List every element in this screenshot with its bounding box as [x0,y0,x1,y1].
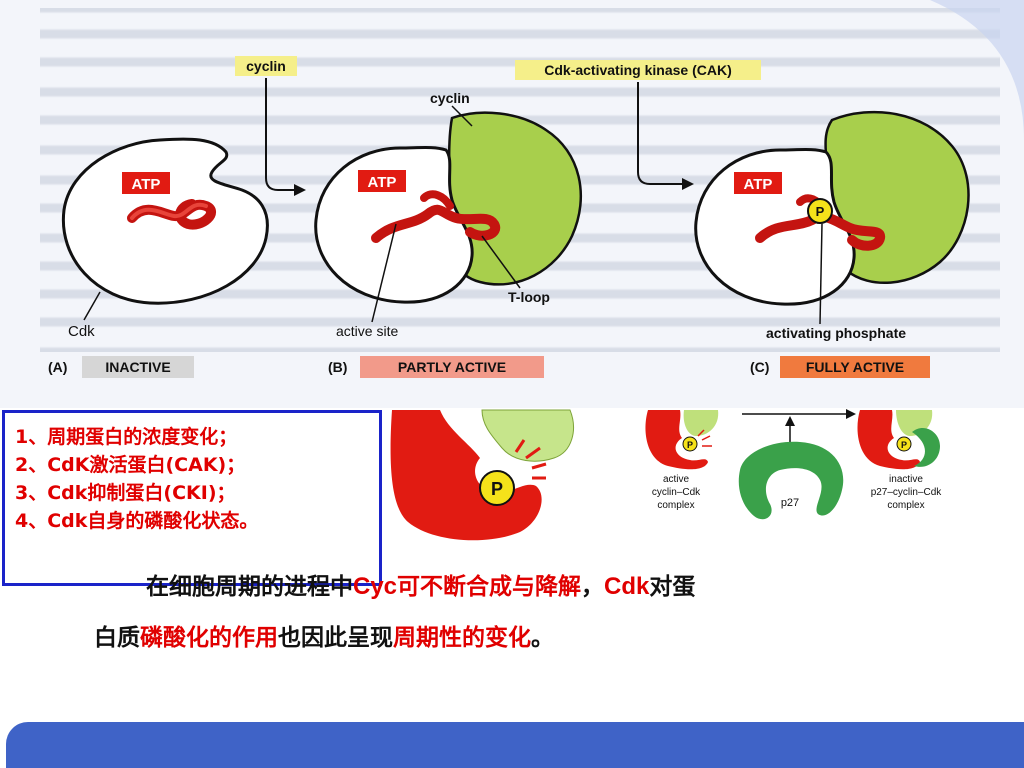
active-site-label: active site [336,323,398,339]
cak-label-box [515,60,761,80]
cyclin-b-pointer [451,105,473,127]
t-loop-b [371,204,501,243]
panel-state-b: PARTLY ACTIVE [398,359,506,375]
caption-l1-d: ， [581,573,605,600]
inactive-complex-label-3: complex [887,500,924,511]
phosphate-c-label: P [816,204,825,219]
t-loop-b-tail [420,190,454,210]
caption-l2-e: 。 [531,624,554,651]
active-cdk [645,410,708,470]
regulation-factors-box: 1、周期蛋白的浓度变化； 2、CdK激活蛋白(CAK)； 3、Cdk抑制蛋白(C… [2,410,382,586]
legend-item-3: 3、Cdk抑制蛋白(CKI)； [15,482,236,504]
cdk-label: Cdk [68,323,95,340]
inactive-complex: P [857,410,940,470]
panel-letter-a: (A) [48,359,67,375]
phosphate-small-left [682,436,698,452]
t-loop-label: T-loop [508,289,550,305]
activating-phosphate-pointer [819,223,823,325]
caption-l2-b: 磷酸化的作用 [140,624,278,651]
caption-l2-c: 也因此呈现 [278,624,393,651]
p27-arrow-head [785,416,795,426]
cdk-outline-a [61,137,269,305]
panel-state-box-b [360,356,544,378]
atp-box-b [358,170,406,192]
t-loop-a-highlight [130,202,208,220]
p27-inhibitor [738,441,844,520]
cyclin-label-b: cyclin [430,90,470,106]
atp-label-c: ATP [744,176,773,193]
cyclin-arrow-head [294,184,306,196]
activating-phosphate-label: activating phosphate [766,325,906,341]
phosphate-small-left-label: P [687,440,693,450]
active-complex-label-1: active [663,474,690,485]
cyclin-arrow-line [265,78,296,191]
inhibition-arrow-head [846,409,856,419]
caption-l1-b: Cyc [353,573,398,600]
large-cdk-red [390,410,542,541]
atp-box-a [122,172,170,194]
t-loop-c [755,212,886,251]
caption-l1-c: 可不断合成与降解 [397,573,582,600]
legend-item-4: 4、Cdk自身的磷酸化状态。 [15,510,259,532]
panel-state-box-c [780,356,930,378]
atp-label-b: ATP [368,174,397,191]
cak-arrow-line [637,82,684,185]
phosphate-c [807,198,833,224]
cdk-pointer [83,291,101,321]
inactive-complex-label-1: inactive [889,474,923,485]
phosphate-large-label: P [491,479,503,499]
panel-state-box-a [82,356,194,378]
atp-label-a: ATP [132,176,161,193]
decorative-blue-arc [930,0,1024,140]
phosphate-small-right-label: P [901,440,907,450]
phosphate-burst-large [514,439,547,480]
caption-line-2: 白质磷酸化的作用也因此呈现周期性的变化。 [94,618,554,652]
inactive-cdk [857,410,920,470]
caption-l2-d: 周期性的变化 [393,624,531,651]
active-site-pointer [371,223,397,323]
caption-l1-f: 对蛋 [649,573,696,600]
active-complex: P [645,410,719,470]
cak-arrow-head [682,178,694,190]
active-complex-label-3: complex [657,500,694,511]
panel-letter-c: (C) [750,359,769,375]
p27-label: p27 [781,497,799,509]
panel-state-c: FULLY ACTIVE [806,359,904,375]
legend-item-2: 2、CdK激活蛋白(CAK)； [15,454,246,476]
legend-item-1: 1、周期蛋白的浓度变化； [15,426,238,448]
caption-l1-e: Cdk [604,573,650,600]
caption-line-1: 在细胞周期的进程中Cyc可不断合成与降解，Cdk对蛋 [146,567,695,601]
caption-l1-a: 在细胞周期的进程中 [146,573,353,600]
large-cyclin-green [481,409,574,462]
cak-arrow-label: Cdk-activating kinase (CAK) [544,62,731,78]
atp-box-c [734,172,782,194]
inactive-complex-label-2: p27–cyclin–Cdk [871,487,943,498]
t-loop-pointer [481,235,521,289]
cyclin-arrow-label: cyclin [246,58,286,74]
cyclin-label-box [235,56,297,76]
panel-letter-b: (B) [328,359,347,375]
phosphate-large [479,470,515,506]
phosphate-small-right [896,436,912,452]
inactive-p27 [912,427,940,467]
footer-bar [6,722,1024,768]
active-complex-label-2: cyclin–Cdk [652,487,701,498]
caption-l2-a: 白质 [94,624,140,651]
panel-state-a: INACTIVE [105,359,170,375]
active-cyclin [683,410,719,436]
